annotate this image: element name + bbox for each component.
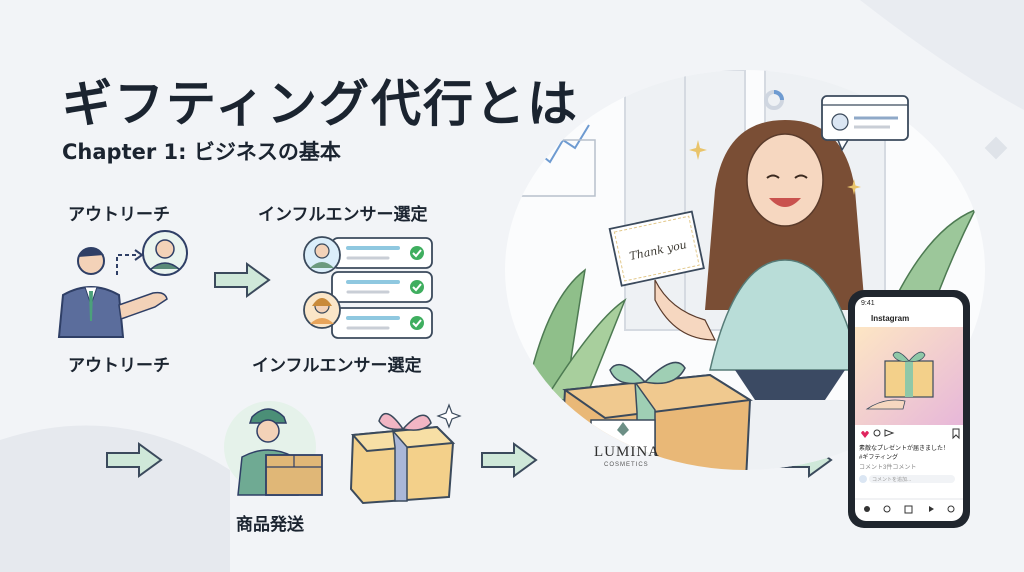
phone-time: 9:41 (861, 300, 875, 307)
comment-input[interactable]: コメントを追加... (872, 477, 912, 483)
add-post-icon (904, 505, 913, 514)
gift-box-icon (349, 403, 462, 505)
selection-card-1 (303, 236, 433, 274)
instagram-logo: Instagram (871, 314, 910, 323)
share-icon (884, 429, 895, 437)
selection-card-2 (331, 271, 433, 303)
check-icon (410, 246, 424, 260)
post-caption-line2: #ギフティング (859, 455, 898, 461)
brand-name: LUMINA (594, 444, 660, 460)
home-icon (864, 506, 870, 512)
bookmark-icon (952, 428, 960, 440)
step-label-outreach-top: アウトリーチ (68, 205, 170, 225)
step-label-selection-bottom: インフルエンサー選定 (252, 356, 422, 376)
profile-icon (947, 505, 955, 513)
sparkle-icon (436, 403, 462, 429)
donut-chart-icon (764, 90, 784, 110)
step-label-outreach-bottom: アウトリーチ (68, 356, 170, 376)
businessman-illustration (57, 230, 188, 338)
brand-subname: COSMETICS (604, 462, 649, 468)
step-label-selection-top: インフルエンサー選定 (258, 205, 428, 225)
reels-icon (929, 506, 934, 512)
sparkle-icon (689, 140, 707, 160)
page-title: ギフティング代行とは (62, 75, 579, 133)
flow-arrow-3 (481, 442, 538, 478)
step-label-shipping: 商品発送 (236, 515, 304, 535)
influencer-scene-art (505, 70, 985, 470)
page-subtitle: Chapter 1: ビジネスの基本 (62, 140, 341, 164)
lotus-icon (617, 422, 629, 436)
comment-icon (873, 429, 881, 437)
user-icon (831, 113, 849, 131)
thank-you-card (608, 210, 705, 287)
check-icon (410, 280, 424, 294)
search-icon (883, 505, 891, 513)
delivery-person-illustration (224, 401, 323, 496)
profile-chat-bubble (821, 95, 909, 152)
flow-arrow-1 (214, 262, 271, 298)
flow-arrow-2 (106, 442, 163, 478)
post-comments-count[interactable]: コメント3件コメント (859, 465, 917, 471)
influencer-selection-list (303, 236, 433, 339)
post-caption-line1: 素敵なプレゼントが届きました！ (859, 446, 950, 452)
heart-icon (861, 431, 869, 438)
sparkle-icon (847, 179, 861, 195)
post-art (855, 327, 963, 514)
selection-card-3 (303, 291, 433, 339)
phone-screen: 9:41 Instagram 素敵なプレゼントが届きました！ #ギフティング コ… (855, 297, 963, 521)
check-icon (410, 316, 424, 330)
